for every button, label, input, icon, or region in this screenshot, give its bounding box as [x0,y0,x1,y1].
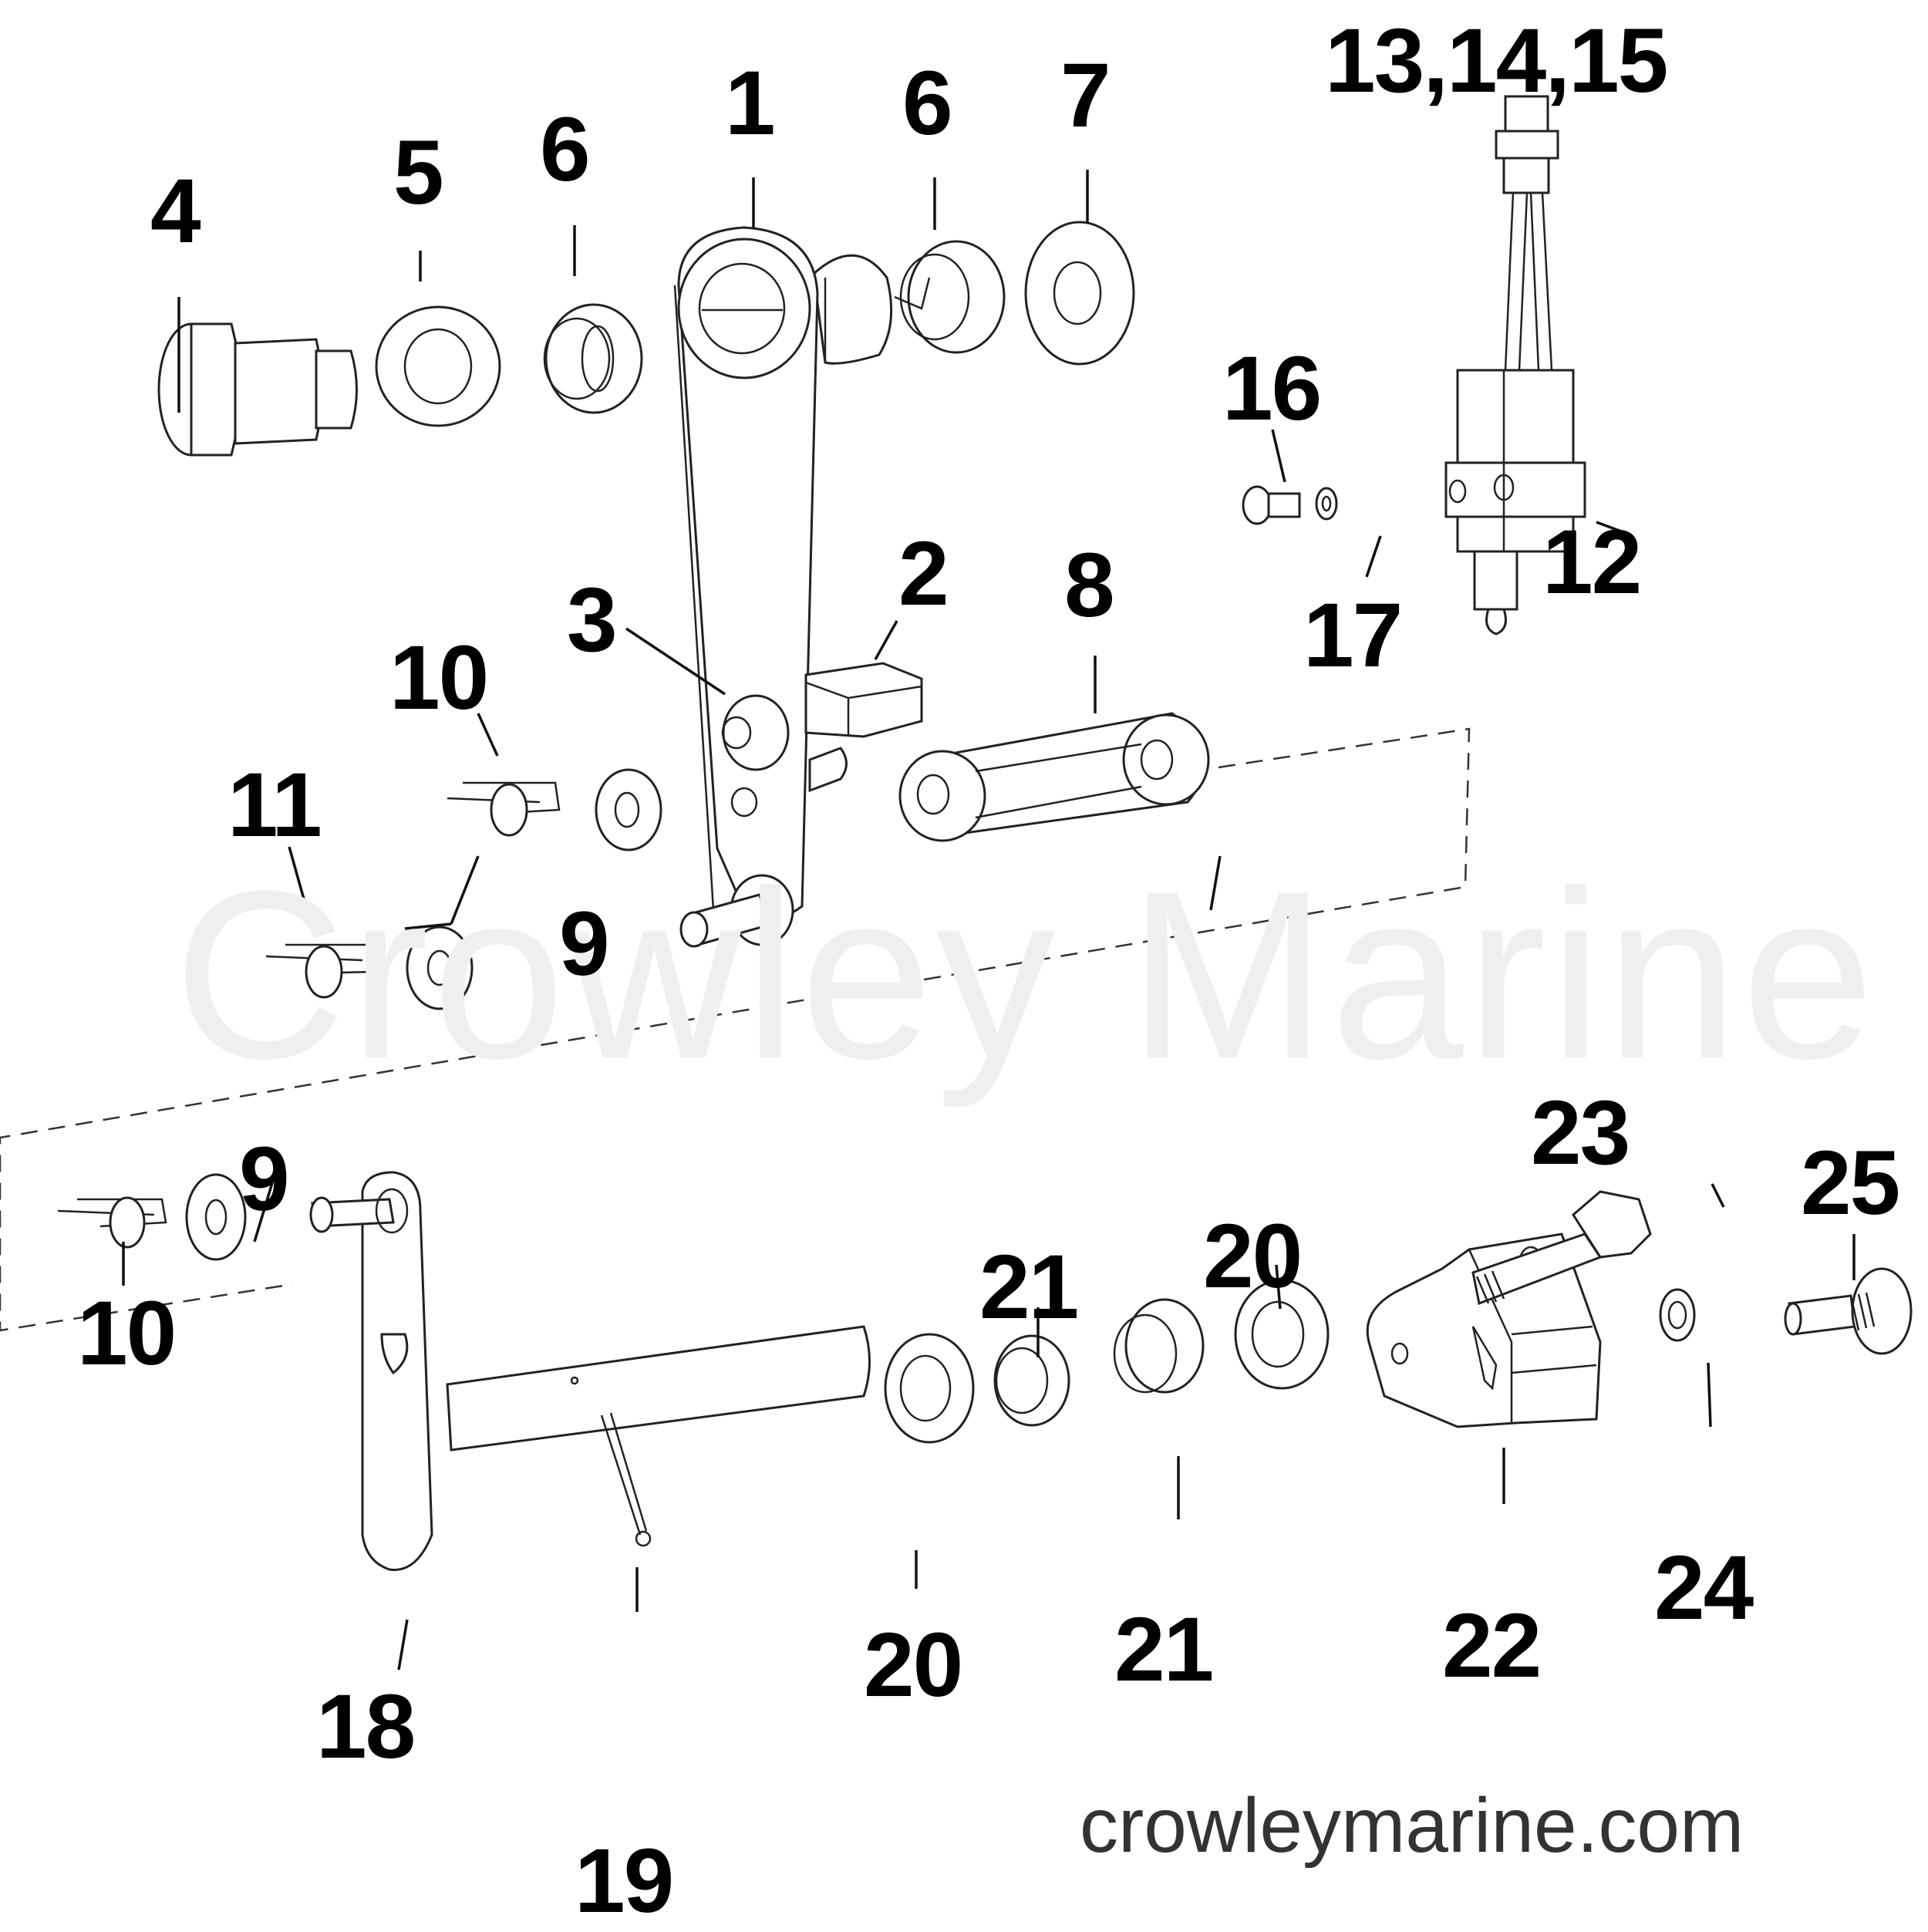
callout-9-washer[interactable]: 9 [559,893,610,995]
cotter-clip-part-11 [265,943,376,999]
neutral-switch-part-12 [1444,369,1586,636]
lockwasher-part-17 [1315,487,1338,521]
callout-17-lockwasher[interactable]: 17 [1303,585,1403,686]
bolt-part-23 [1471,1190,1652,1306]
callout-16-screw[interactable]: 16 [1222,338,1322,440]
shift-link-part-8 [898,712,1210,842]
leader-lines [122,170,1856,1671]
washer-part-9-lower [185,1173,247,1261]
assembly-dashed-line [0,727,1471,1332]
callout-9-washer[interactable]: 9 [239,1128,290,1230]
callout-3-lever-screw[interactable]: 3 [567,569,618,671]
callout-25-shoulder-screw[interactable]: 25 [1801,1132,1900,1234]
lever-pin [679,874,794,948]
lever-arm-block-part-2 [804,662,923,793]
shoulder-bolt-part-4 [157,322,358,457]
callout-24-washer[interactable]: 24 [1654,1537,1754,1639]
shoulder-screw-part-25 [1784,1267,1913,1355]
bushing-part-21-right [1113,1298,1205,1394]
callout-2-lever-arm-block[interactable]: 2 [898,523,949,625]
bushing-part-21-left [993,1334,1070,1427]
callout-8-shift-link[interactable]: 8 [1064,534,1115,636]
bushing-part-6-right [894,240,1006,354]
callout-18-shift-shaft-lever[interactable]: 18 [316,1676,416,1778]
watermark-text: Crowley Marine [174,841,1878,1108]
washer-part-20-right [1234,1279,1330,1390]
site-url-text: crowleymarine.com [1080,1782,1744,1869]
callout-7-washer[interactable]: 7 [1060,45,1111,147]
screw-part-16 [1242,485,1301,525]
washer-part-24 [1659,1288,1696,1342]
callout-20-washer[interactable]: 20 [864,1614,963,1716]
cotter-clip-part-10-lower [57,1196,167,1249]
cotter-clip-part-10-upper [447,781,561,837]
callout-21-bushing[interactable]: 21 [1114,1599,1214,1701]
shift-lever-part-1 [673,226,893,920]
cotter-pin-part-19 [600,1412,652,1547]
callout-5-washer[interactable]: 5 [393,122,444,224]
washer-part-9-lower-left [406,926,474,1010]
callout-22-shift-shaft-bracket[interactable]: 22 [1442,1595,1542,1697]
callout-21-bushing[interactable]: 21 [979,1236,1079,1338]
shift-shaft-bracket-part-22 [1366,1232,1602,1428]
callout-10-cotter-clip[interactable]: 10 [77,1283,177,1384]
callout-11-cotter-clip[interactable]: 11 [228,754,322,856]
callout-23-bolt[interactable]: 23 [1531,1082,1630,1184]
switch-harness-part-13-14-15 [1495,95,1559,371]
lever-screw-part-3 [721,694,790,818]
callout-4-shoulder-bolt[interactable]: 4 [150,160,201,262]
callout-6-bushing-right[interactable]: 6 [902,52,953,154]
washer-part-9-upper [595,768,662,851]
bushing-part-6-left [543,303,643,414]
shift-shaft-lever-part-18 [309,1171,871,1571]
callout-13-14-15-switch-harness[interactable]: 13,14,15 [1325,10,1668,112]
callout-19-cotter-pin[interactable]: 19 [575,1830,674,1932]
callout-1-shift-lever[interactable]: 1 [725,52,776,154]
callout-6-bushing-left[interactable]: 6 [540,99,591,201]
callout-10-cotter-clip[interactable]: 10 [389,627,489,729]
washer-part-5 [375,305,501,427]
washer-part-20-left [884,1333,975,1444]
callout-12-neutral-switch[interactable]: 12 [1542,511,1642,613]
callout-20-washer[interactable]: 20 [1203,1205,1303,1307]
washer-part-7 [1024,221,1135,366]
